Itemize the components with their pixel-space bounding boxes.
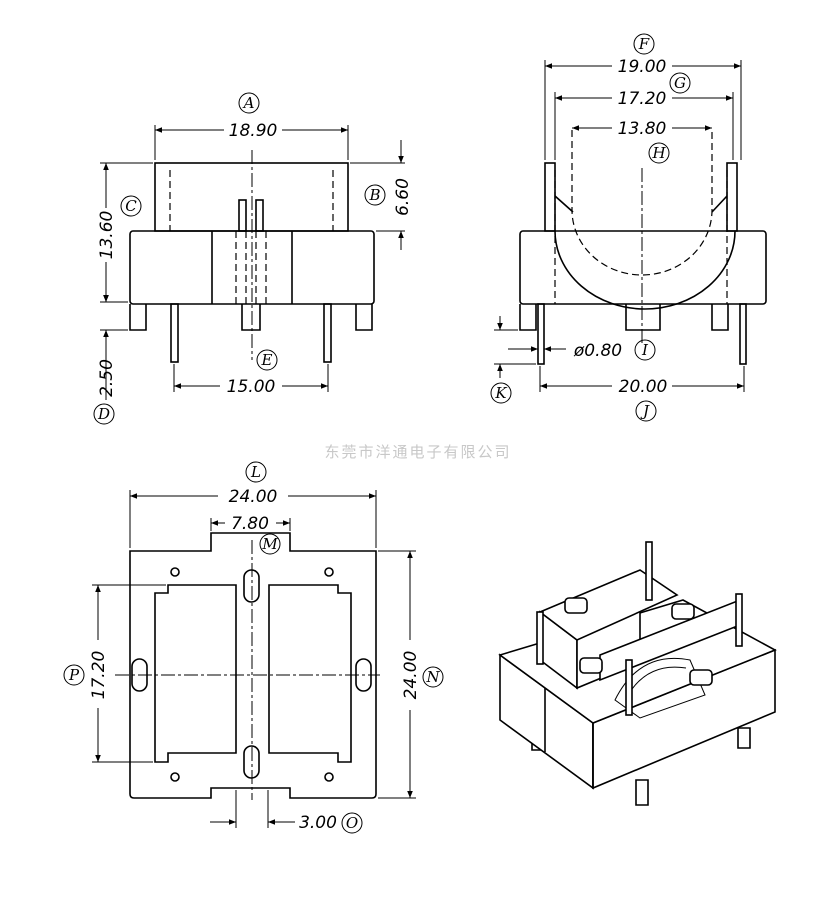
label-e: E <box>261 351 273 369</box>
company-watermark: 东莞市洋通电子有限公司 <box>324 443 511 461</box>
dim-o-value: 3.00 <box>299 813 337 833</box>
bottom-view: 24.00 L 7.80 M 24.00 N 17.20 P 3.00 <box>63 461 444 834</box>
label-n: N <box>425 668 440 686</box>
dim-d-value: 2.50 <box>97 359 117 397</box>
label-h: H <box>651 144 666 162</box>
dim-p-value: 17.20 <box>89 651 109 700</box>
label-c: C <box>125 197 137 215</box>
label-i: I <box>641 341 649 359</box>
label-k: K <box>494 384 507 402</box>
dim-g-value: 17.20 <box>618 89 667 109</box>
label-j: J <box>640 402 650 420</box>
isometric-view <box>498 541 777 806</box>
label-p: P <box>68 666 80 684</box>
dim-m-value: 7.80 <box>231 514 269 534</box>
dim-f-value: 19.00 <box>618 57 667 77</box>
label-f: F <box>638 35 650 53</box>
label-a: A <box>242 94 255 112</box>
front-view: 18.90 A 13.60 C 6.60 B 2.50 D 15.00 <box>93 92 413 425</box>
label-o: O <box>346 814 358 832</box>
dim-n-value: 24.00 <box>401 651 421 700</box>
dim-e-value: 15.00 <box>227 377 276 397</box>
label-d: D <box>97 405 110 423</box>
dim-l-value: 24.00 <box>229 487 278 507</box>
dim-j-value: 20.00 <box>619 377 668 397</box>
dim-b-value: 6.60 <box>393 178 413 216</box>
label-g: G <box>674 74 686 92</box>
dim-i-value: ø0.80 <box>573 341 622 361</box>
dim-c-value: 13.60 <box>97 211 117 260</box>
dim-h-value: 13.80 <box>618 119 667 139</box>
label-b: B <box>368 186 380 204</box>
side-view: 19.00 F 17.20 G 13.80 H ø0.80 I K <box>490 33 767 422</box>
dim-a-value: 18.90 <box>229 121 278 141</box>
label-m: M <box>261 535 278 553</box>
label-l: L <box>250 463 261 481</box>
